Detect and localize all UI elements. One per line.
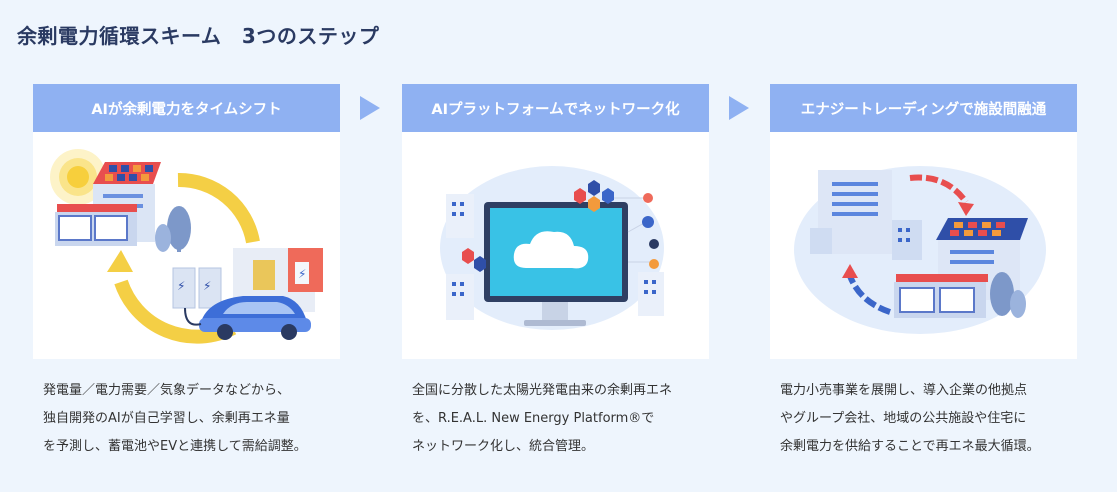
chevron-right-icon <box>360 96 380 120</box>
step-3: エナジートレーディングで施設間融通 <box>770 84 1077 461</box>
step-2: AIプラットフォームでネットワーク化 <box>402 84 709 461</box>
step-2-description: 全国に分散した太陽光発電由来の余剰再エネ を、R.E.A.L. New Ener… <box>412 383 673 454</box>
step-3-illustration <box>770 132 1077 359</box>
step-1-illustration: ⚡ ⚡ ⚡ <box>33 132 340 359</box>
svg-text:⚡: ⚡ <box>203 279 211 293</box>
step-2-header: AIプラットフォームでネットワーク化 <box>402 84 709 132</box>
svg-text:⚡: ⚡ <box>177 279 185 293</box>
step-3-description: 電力小売事業を展開し、導入企業の他拠点 やグループ会社、地域の公共施設や住宅に … <box>780 383 1040 454</box>
step-1: AIが余剰電力をタイムシフト <box>33 84 340 461</box>
solar-ev-battery-cycle-icon: ⚡ ⚡ ⚡ <box>50 149 323 344</box>
cloud-platform-network-icon <box>440 166 664 330</box>
step-1-header: AIが余剰電力をタイムシフト <box>33 84 340 132</box>
energy-trading-buildings-icon <box>794 166 1046 334</box>
svg-text:⚡: ⚡ <box>298 267 306 281</box>
step-1-description: 発電量／電力需要／気象データなどから、 独自開発のAIが自己学習し、余剰再エネ量… <box>43 383 307 454</box>
step-3-header: エナジートレーディングで施設間融通 <box>770 84 1077 132</box>
step-2-illustration <box>402 132 709 359</box>
chevron-right-icon <box>729 96 749 120</box>
page-title: 余剰電力循環スキーム 3つのステップ <box>17 24 380 48</box>
